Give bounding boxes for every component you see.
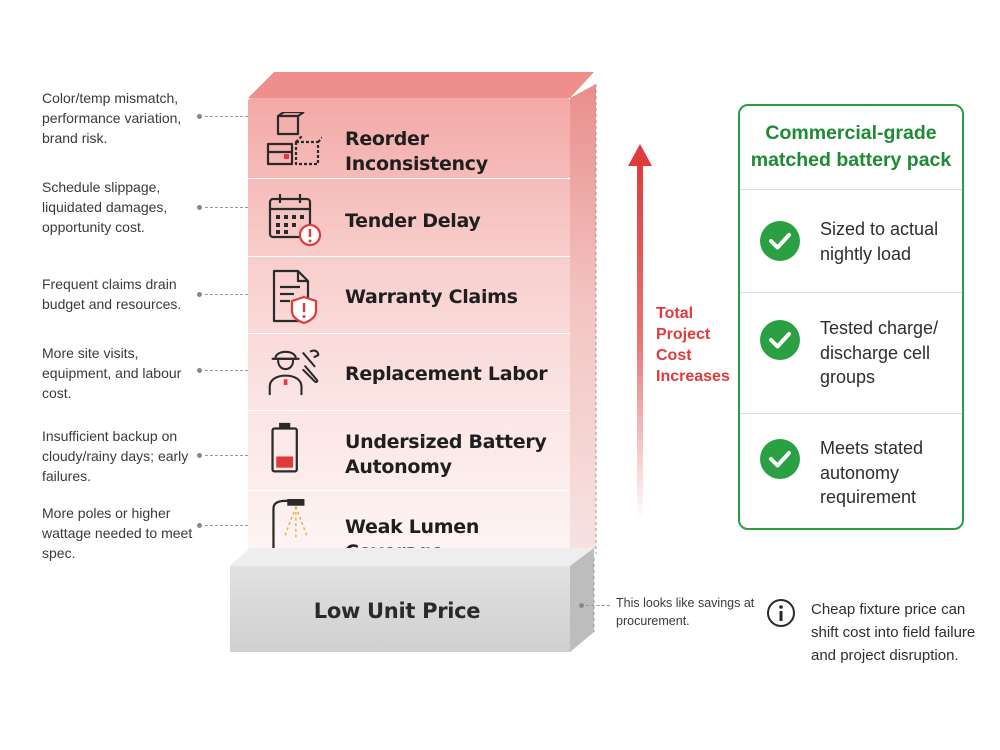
comparison-card: Commercial-grade matched battery pack Si… [738, 104, 964, 530]
boxes-icon [266, 112, 322, 166]
document-shield-icon [272, 269, 318, 325]
connector-line [205, 370, 248, 371]
connector-dot [197, 114, 202, 119]
total-cost-label: Total Project Cost Increases [656, 305, 730, 385]
base-label: Low Unit Price [313, 599, 481, 623]
layer-label: Warranty Claims [345, 286, 518, 308]
connector-line [586, 605, 610, 606]
benefit-item: Meets stated autonomy requirement [820, 438, 924, 507]
low-battery-icon [271, 422, 298, 473]
note-reorder-inconsistency: Color/temp mismatch, performance variati… [42, 90, 182, 146]
stack-side-face [570, 84, 597, 568]
connector-line [205, 525, 248, 526]
benefit-item: Sized to actual nightly load [820, 219, 939, 264]
note-weak-lumen: More poles or higher wattage needed to m… [42, 505, 193, 561]
connector-dot [197, 292, 202, 297]
connector-line [205, 116, 248, 117]
connector-dot [197, 523, 202, 528]
layer-replacement-labor: Replacement Labor [248, 334, 570, 411]
note-tender-delay: Schedule slippage, liquidated damages, o… [42, 179, 168, 235]
note-replacement-labor: More site visits, equipment, and labour … [42, 345, 182, 401]
connector-line [205, 455, 248, 456]
cost-increase-arrow [628, 144, 652, 520]
connector-dot [197, 205, 202, 210]
street-light-icon [272, 499, 308, 555]
check-circle-icon [760, 439, 800, 479]
layer-label: Undersized Battery Autonomy [345, 431, 547, 478]
layer-reorder-inconsistency: Reorder Inconsistency [248, 98, 570, 179]
benefit-item: Tested charge/ discharge cell groups [820, 318, 939, 387]
base-block [230, 548, 595, 652]
layer-label: Reorder Inconsistency [345, 128, 488, 175]
savings-note: This looks like savings at procurement. [616, 596, 755, 628]
divider [740, 189, 962, 190]
layer-label: Tender Delay [345, 210, 481, 232]
connector-dot [197, 368, 202, 373]
connector-line [205, 207, 248, 208]
note-warranty-claims: Frequent claims drain budget and resourc… [42, 276, 182, 312]
stack-top-face [248, 72, 594, 98]
layer-undersized-battery: Undersized Battery Autonomy [248, 411, 570, 491]
layer-tender-delay: Tender Delay [248, 179, 570, 257]
connector-dot [579, 603, 584, 608]
layer-warranty-claims: Warranty Claims [248, 257, 570, 334]
note-undersized-battery: Insufficient backup on cloudy/rainy days… [42, 428, 189, 484]
check-circle-icon [760, 320, 800, 360]
check-circle-icon [760, 221, 800, 261]
info-icon [767, 599, 795, 627]
connector-dot [197, 453, 202, 458]
connector-line [205, 294, 248, 295]
layer-label: Replacement Labor [345, 363, 548, 385]
divider [740, 292, 962, 293]
divider [740, 413, 962, 414]
comparison-title: Commercial-grade matched battery pack [750, 122, 952, 171]
info-callout-text: Cheap fixture price can shift cost into … [811, 601, 976, 664]
calendar-alert-icon [268, 194, 322, 247]
worker-wrench-icon [268, 349, 320, 396]
